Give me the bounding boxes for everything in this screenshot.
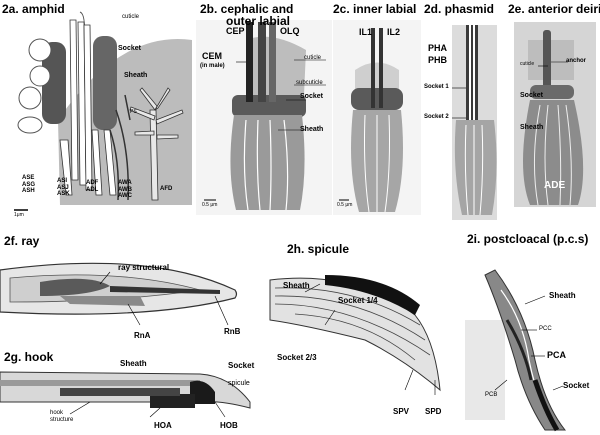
cuticle-label: cuticle (122, 14, 140, 20)
deirid-illustration (514, 22, 596, 207)
socket-label: Socket (228, 361, 255, 370)
anchor-label: anchor (566, 58, 587, 64)
sheath-label: Sheath (120, 359, 147, 368)
socket-2-3-label: Socket 2/3 (277, 353, 317, 362)
socket-label: Socket (520, 92, 543, 99)
panel-title: 2c. inner labial (333, 2, 417, 16)
ps-label: PS (130, 109, 137, 115)
hob-label: HOB (220, 421, 238, 430)
panel-title: 2d. phasmid (424, 2, 495, 16)
sheath-label: Sheath (549, 291, 576, 300)
hoa-label: HOA (154, 421, 172, 430)
cep-label: CEP (226, 26, 245, 36)
panel-amphid: 2a. amphid cuticle Socket Sheath PS ASE … (0, 0, 195, 228)
panel-title: 2i. postcloacal (p.c.s) (467, 232, 589, 246)
panel-title: 2b. cephalic and (200, 2, 294, 16)
cem-label: CEM (202, 51, 222, 61)
panel-title: 2g. hook (4, 352, 54, 364)
panel-postcloacal: 2i. postcloacal (p.c.s) Sheath PCC PCA S… (445, 230, 600, 435)
spicule-illustration (269, 275, 441, 395)
olq-label: OLQ (280, 26, 300, 36)
socket-label: Socket (118, 45, 141, 52)
pca-label: PCA (547, 350, 567, 360)
rnb-label: RnB (224, 327, 241, 336)
cephalic-illustration (196, 20, 332, 215)
il1-label: IL1 (359, 27, 373, 37)
sheath-label: Sheath (124, 72, 148, 79)
panel-cephalic-outer-labial: 2b. cephalic and outer labial CEP OLQ CE… (196, 0, 332, 228)
cuticle-label: cuticle (304, 55, 322, 61)
inner-labial-illustration (333, 20, 421, 215)
pha-label: PHA (428, 43, 448, 53)
panel-hook: 2g. hook Sheath Socket spicule hook stru… (0, 352, 265, 435)
panel-title: 2a. amphid (2, 2, 65, 16)
panel-anterior-deirid: 2e. anterior deirid cuticle anchor Socke… (508, 0, 600, 228)
cuticle-label: cuticle (520, 61, 535, 67)
cem-note: (in male) (200, 63, 225, 69)
scale-bar-label: 0.5 μm (337, 202, 353, 208)
il2-label: IL2 (387, 27, 401, 37)
subcuticle-label: subcuticle (296, 80, 323, 86)
sheath-label: Sheath (300, 126, 324, 133)
phasmid-illustration (452, 25, 497, 220)
panel-title: 2f. ray (4, 234, 40, 248)
panel-title-line2: outer labial (226, 14, 291, 28)
panel-inner-labial: 2c. inner labial IL1 IL2 0.5 μm (333, 0, 421, 228)
rna-label: RnA (134, 331, 151, 340)
hook-structure-label: hook structure (50, 410, 74, 423)
ray-structural-label: ray structural (118, 263, 170, 272)
postcloacal-illustration (465, 269, 567, 432)
sheath-label: Sheath (283, 281, 310, 290)
phb-label: PHB (428, 55, 448, 65)
panel-spicule: 2h. spicule Sheath Socket 1/4 Socket 2/3… (265, 230, 445, 435)
ade-label: ADE (544, 180, 566, 191)
spicule-label: spicule (228, 380, 250, 387)
scale-bar-label: 0.5 μm (202, 202, 218, 208)
spd-label: SPD (425, 407, 442, 416)
ray-illustration (0, 262, 238, 326)
hook-illustration (0, 371, 251, 418)
scale-bar-label: 1μm (14, 212, 24, 218)
panel-title: 2h. spicule (287, 242, 350, 256)
amphid-illustration (14, 11, 192, 211)
neuron-group-label: AWA AWB AWC (118, 180, 132, 200)
socket-2-label: Socket 2 (424, 114, 449, 120)
sheath-label: Sheath (520, 124, 544, 131)
socket-1-4-label: Socket 1/4 (338, 296, 378, 305)
panel-phasmid: 2d. phasmid PHA PHB Socket 1 Socket 2 (422, 0, 507, 228)
neuron-group-label: ASE ASG ASH (22, 175, 36, 195)
panel-ray: 2f. ray ray structural RnA RnB (0, 230, 250, 350)
afd-label: AFD (160, 186, 173, 192)
socket-label: Socket (300, 93, 323, 100)
panel-title: 2e. anterior deirid (508, 2, 600, 16)
neuron-group-label: ASI ASJ ASK (57, 178, 70, 198)
socket-label: Socket (563, 381, 590, 390)
pcb-label: PCB (485, 392, 498, 398)
pcc-label: PCC (539, 326, 552, 332)
spv-label: SPV (393, 407, 410, 416)
neuron-group-label: ADF ADL (86, 180, 99, 193)
socket-1-label: Socket 1 (424, 84, 449, 90)
